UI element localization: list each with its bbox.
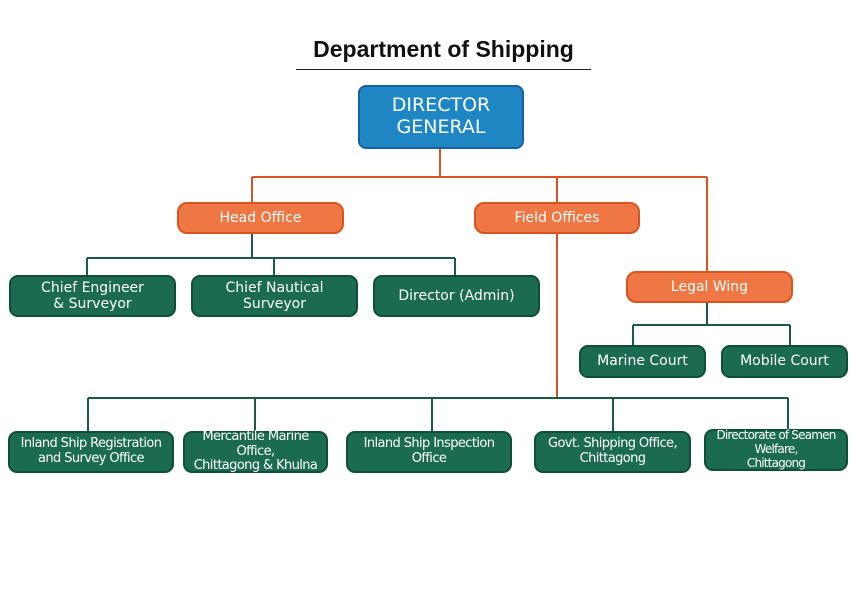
chief-nautical-surveyor-box: Chief Nautical Surveyor — [191, 275, 358, 317]
legal-wing-box: Legal Wing — [626, 271, 793, 303]
inland-ship-inspection-box: Inland Ship Inspection Office — [346, 431, 512, 473]
marine-court-box: Marine Court — [579, 345, 706, 378]
field-offices-box: Field Offices — [474, 202, 640, 234]
chief-engineer-box: Chief Engineer & Surveyor — [9, 275, 176, 317]
page-title: Department of Shipping — [313, 36, 574, 62]
legal-wing-label: Legal Wing — [670, 278, 749, 295]
govt-shipping-office-label: Govt. Shipping Office, Chittagong — [547, 436, 678, 466]
field-offices-connector — [87, 397, 789, 432]
director-admin-label: Director (Admin) — [398, 287, 515, 304]
inland-ship-registration-box: Inland Ship Registration and Survey Offi… — [8, 431, 174, 473]
dg-to-offices-connector — [251, 149, 708, 272]
seamen-welfare-label: Directorate of Seamen Welfare, Chittagon… — [716, 428, 836, 470]
mercantile-marine-office-label: Mercantile Marine Office, Chittagong & K… — [193, 428, 318, 474]
mobile-court-label: Mobile Court — [740, 353, 829, 370]
mercantile-marine-office-box: Mercantile Marine Office, Chittagong & K… — [183, 428, 328, 474]
chief-nautical-surveyor-label: Chief Nautical Surveyor — [225, 279, 324, 312]
govt-shipping-office-box: Govt. Shipping Office, Chittagong — [534, 431, 691, 473]
chief-engineer-label: Chief Engineer & Surveyor — [41, 279, 144, 312]
marine-court-label: Marine Court — [597, 353, 688, 370]
field-offices-label: Field Offices — [514, 209, 600, 226]
legal-wing-connector — [632, 302, 791, 346]
head-office-label: Head Office — [219, 209, 302, 226]
director-general-box: DIRECTOR GENERAL — [358, 85, 524, 149]
head-office-connector — [86, 234, 456, 276]
seamen-welfare-box: Directorate of Seamen Welfare, Chittagon… — [704, 428, 848, 471]
director-admin-box: Director (Admin) — [373, 275, 540, 317]
inland-ship-registration-label: Inland Ship Registration and Survey Offi… — [20, 436, 162, 466]
head-office-box: Head Office — [177, 202, 344, 234]
title-underline — [296, 69, 591, 70]
inland-ship-inspection-label: Inland Ship Inspection Office — [363, 436, 495, 466]
mobile-court-box: Mobile Court — [721, 345, 848, 378]
director-general-label: DIRECTOR GENERAL — [391, 94, 491, 138]
